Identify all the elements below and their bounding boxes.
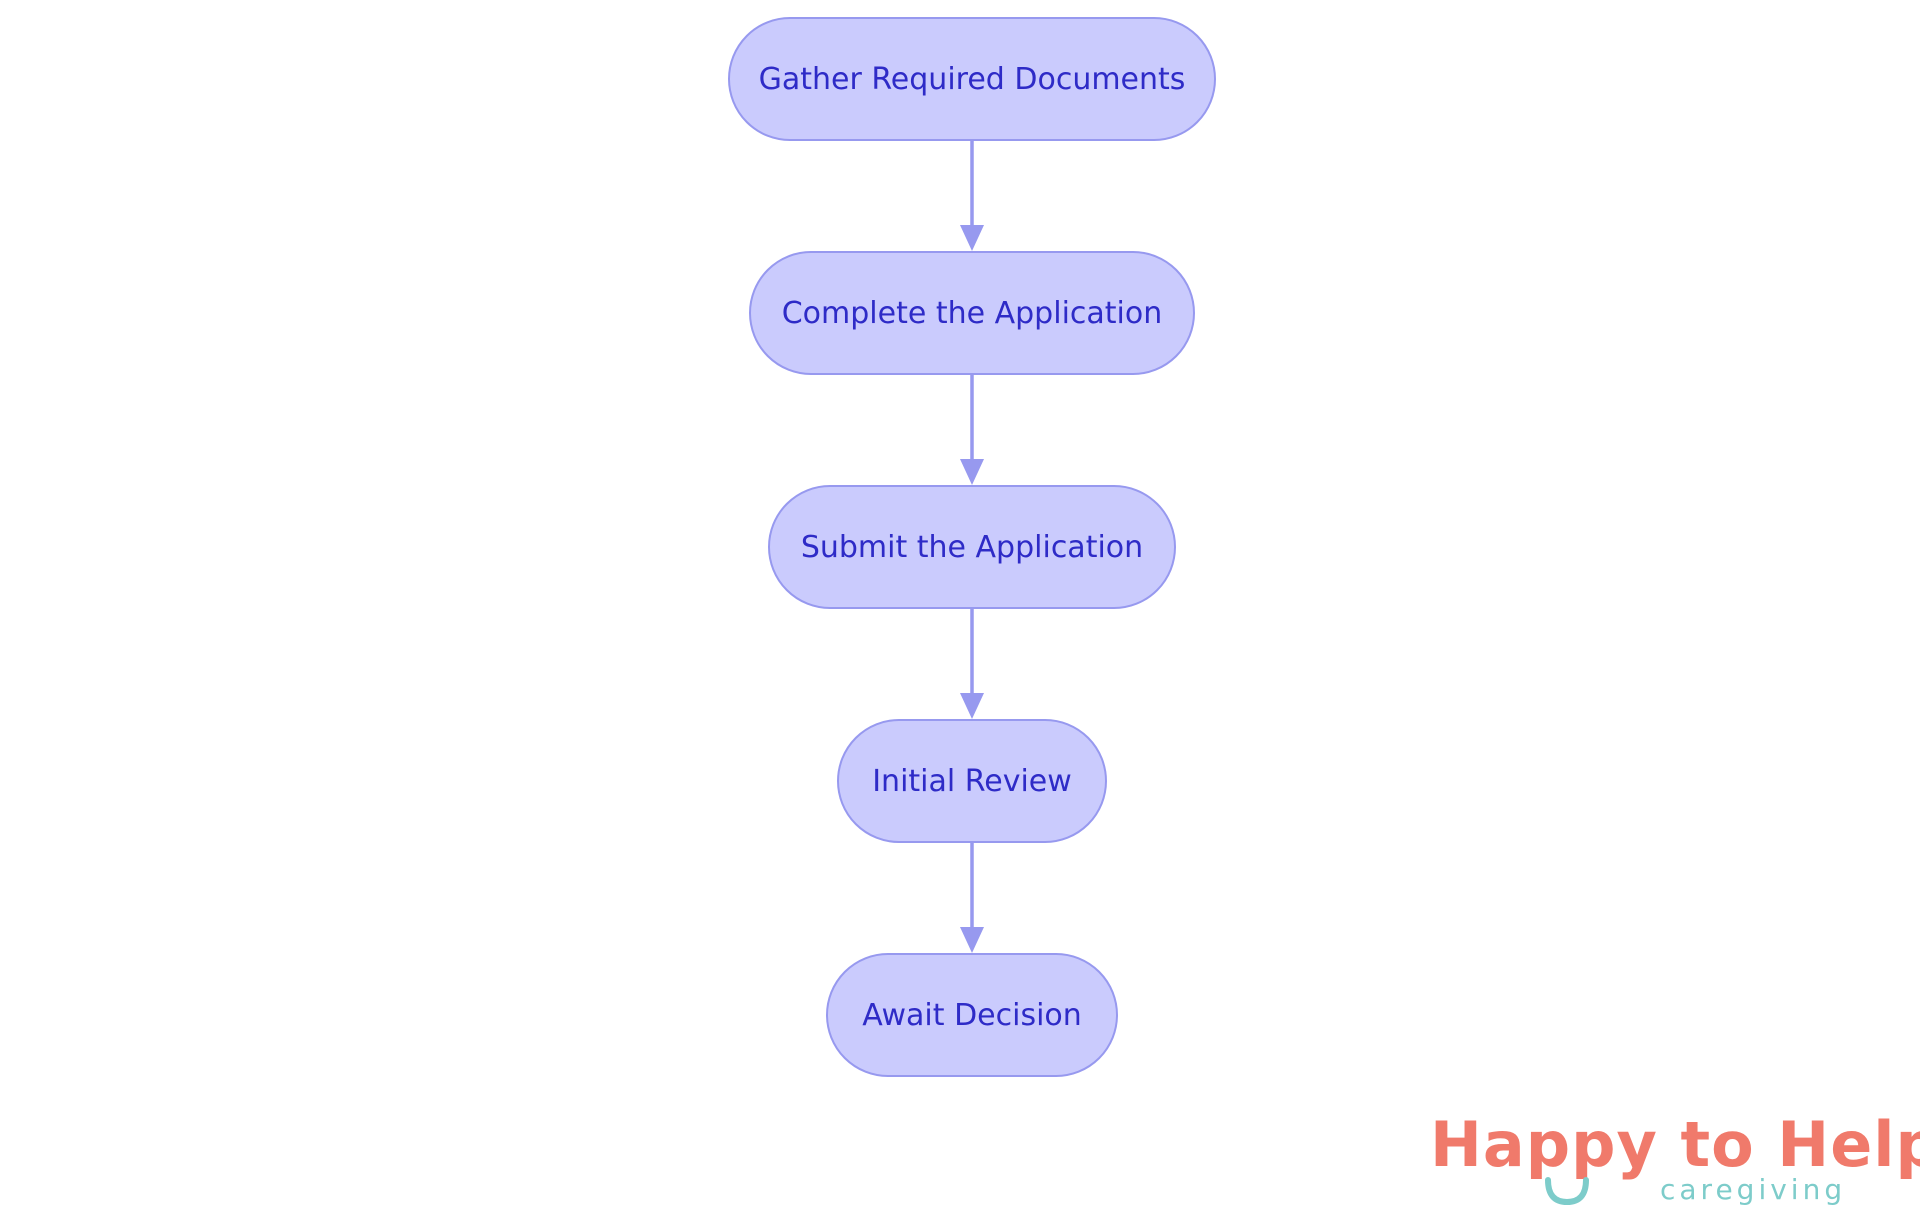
- node-gather-required-documents: Gather Required Documents: [728, 17, 1216, 141]
- logo-wordmark: Happy to Help: [1430, 1108, 1920, 1181]
- edge-arrowhead-3: [960, 693, 984, 719]
- node-label: Complete the Application: [781, 295, 1163, 331]
- smile-icon: [1545, 1177, 1589, 1206]
- node-label: Submit the Application: [800, 529, 1144, 565]
- edge-arrowhead-1: [960, 225, 984, 251]
- logo-tagline: caregiving: [1660, 1173, 1847, 1206]
- edge-arrowhead-4: [960, 927, 984, 953]
- node-label: Await Decision: [862, 997, 1082, 1033]
- node-initial-review: Initial Review: [837, 719, 1107, 843]
- node-label: Initial Review: [872, 763, 1072, 799]
- node-complete-the-application: Complete the Application: [749, 251, 1195, 375]
- node-label: Gather Required Documents: [758, 61, 1186, 97]
- node-submit-the-application: Submit the Application: [768, 485, 1176, 609]
- node-await-decision: Await Decision: [826, 953, 1118, 1077]
- edge-arrowhead-2: [960, 459, 984, 485]
- happy-to-help-logo: Happy to Help caregiving: [1430, 1110, 1920, 1215]
